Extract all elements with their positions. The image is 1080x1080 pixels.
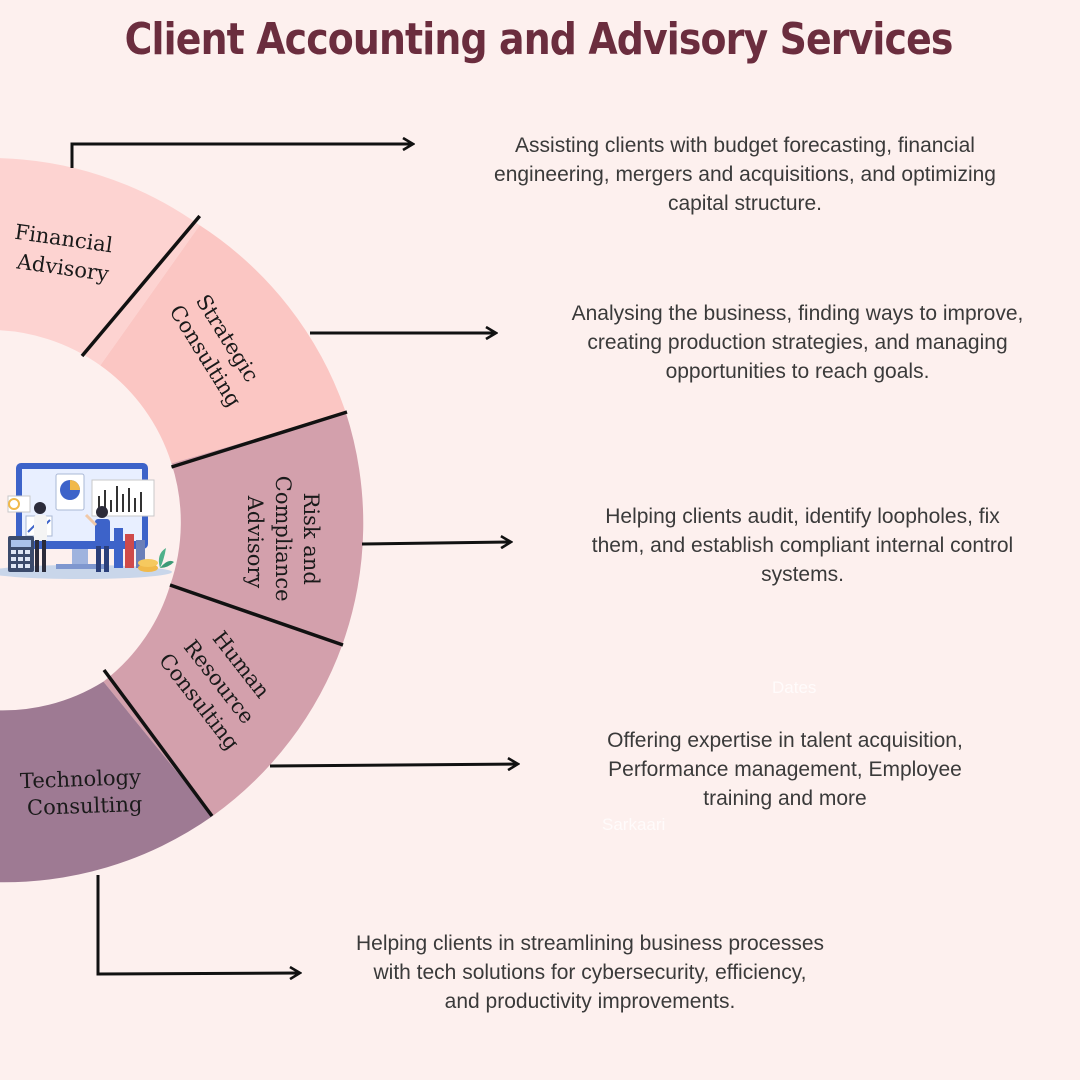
separator-line — [169, 583, 344, 647]
segment-human-resource-consulting — [103, 585, 343, 816]
technology-consulting-description: Helping clients in streamlining business… — [355, 932, 825, 1013]
page-title: Client Accounting and Advisory Services — [124, 14, 954, 65]
arrow-technology-consulting — [96, 875, 300, 974]
strategic-consulting-description: Analysing the business, finding ways to … — [571, 302, 1024, 383]
risk-compliance-description: Helping clients audit, identify loophole… — [591, 505, 1014, 586]
separator-line — [80, 214, 202, 358]
separator-line — [170, 410, 348, 469]
arrow-risk-compliance — [361, 542, 511, 544]
segment-financial-advisory — [0, 158, 200, 366]
arrow-human-resource — [269, 764, 518, 766]
segment-technology-consulting — [0, 681, 213, 883]
watermark-bottom: Sarkaari — [602, 815, 666, 834]
segment-strategic-consulting — [100, 225, 346, 464]
watermark-top: Dates — [772, 678, 817, 697]
human-resource-description: Offering expertise in talent acquisition… — [607, 729, 963, 810]
segment-risk-compliance-advisory — [170, 412, 364, 646]
separator-line — [102, 668, 214, 818]
financial-advisory-description: Assisting clients with budget forecastin… — [494, 134, 996, 215]
arrow-financial-advisory — [70, 144, 413, 168]
technology-consulting-label: Technology Consulting — [20, 765, 149, 820]
business-analytics-illustration-icon — [0, 463, 174, 579]
risk-compliance-label: Risk and Compliance Advisory — [243, 476, 323, 608]
